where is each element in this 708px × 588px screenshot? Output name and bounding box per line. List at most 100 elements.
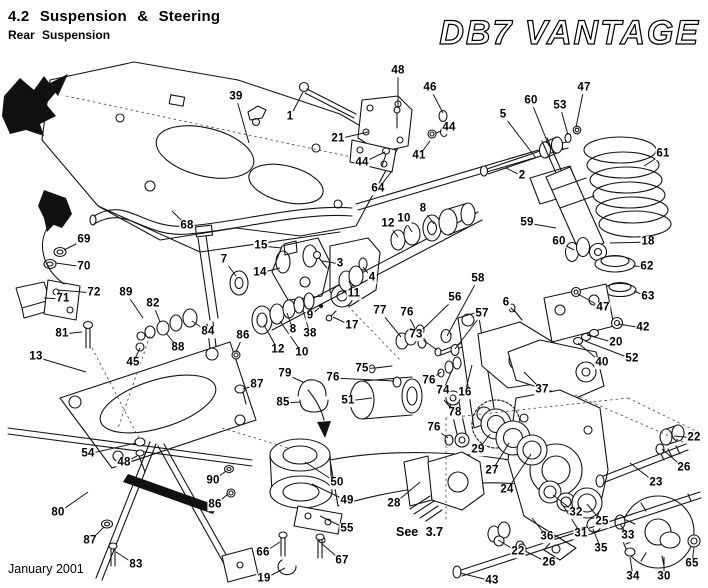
- part-callout-21: 21: [330, 132, 346, 145]
- part-callout-84: 84: [200, 325, 216, 338]
- part-callout-88: 88: [170, 341, 186, 354]
- part-callout-65: 65: [684, 557, 700, 570]
- part-callout-26: 26: [676, 461, 692, 474]
- part-callout-53: 53: [552, 99, 568, 112]
- part-callout-22: 22: [686, 431, 702, 444]
- part-callout-22: 22: [510, 545, 526, 558]
- part-callout-4: 4: [367, 271, 377, 284]
- part-callout-45: 45: [125, 356, 141, 369]
- part-callout-70: 70: [76, 260, 92, 273]
- part-callout-9: 9: [305, 309, 315, 322]
- part-callout-60: 60: [523, 94, 539, 107]
- part-callout-89: 89: [118, 286, 134, 299]
- part-callout-28: 28: [386, 497, 402, 510]
- part-callout-48: 48: [390, 64, 406, 77]
- part-callout-18: 18: [640, 235, 656, 248]
- damper-top-bracket: [298, 81, 449, 173]
- cross-reference-note: See 3.7: [396, 525, 444, 539]
- drive-flange: [614, 495, 701, 569]
- part-callout-51: 51: [340, 394, 356, 407]
- part-callout-24: 24: [499, 483, 515, 496]
- part-callout-85: 85: [275, 396, 291, 409]
- part-callout-39: 39: [228, 90, 244, 103]
- part-callout-62: 62: [639, 260, 655, 273]
- part-callout-81: 81: [54, 327, 70, 340]
- part-callout-5: 5: [498, 108, 508, 121]
- part-callout-34: 34: [625, 570, 641, 583]
- part-callout-63: 63: [640, 290, 656, 303]
- db7-vantage-logo: DB7 VANTAGE: [439, 13, 700, 52]
- part-callout-20: 20: [608, 336, 624, 349]
- part-callout-47: 47: [595, 301, 611, 314]
- part-callout-29: 29: [470, 443, 486, 456]
- part-callout-86: 86: [235, 329, 251, 342]
- part-callout-10: 10: [396, 212, 412, 225]
- bearing-stack: [471, 399, 603, 533]
- part-callout-48: 48: [116, 456, 132, 469]
- part-callout-79: 79: [277, 367, 293, 380]
- lower-wishbone: [251, 202, 483, 335]
- part-callout-73: 73: [408, 328, 424, 341]
- part-callout-10: 10: [294, 346, 310, 359]
- shock-absorber: [479, 125, 608, 263]
- part-callout-64: 64: [370, 182, 386, 195]
- part-callout-87: 87: [82, 534, 98, 547]
- spring-seats: [543, 254, 637, 346]
- part-callout-83: 83: [128, 558, 144, 571]
- cross-braces: [7, 427, 259, 583]
- part-callout-40: 40: [594, 356, 610, 369]
- part-callout-38: 38: [302, 327, 318, 340]
- part-callout-35: 35: [593, 542, 609, 555]
- part-callout-13: 13: [28, 350, 44, 363]
- part-callout-49: 49: [339, 494, 355, 507]
- part-callout-87: 87: [249, 378, 265, 391]
- part-callout-26: 26: [541, 556, 557, 569]
- part-callout-90: 90: [205, 474, 221, 487]
- coil-spring: [583, 136, 672, 238]
- page-subtitle: Rear Suspension: [8, 28, 111, 42]
- part-callout-14: 14: [252, 266, 268, 279]
- part-callout-56: 56: [447, 291, 463, 304]
- part-callout-44: 44: [354, 156, 370, 169]
- part-callout-54: 54: [80, 447, 96, 460]
- part-callout-76: 76: [325, 371, 341, 384]
- toe-link-rod: [355, 141, 569, 211]
- part-callout-12: 12: [270, 343, 286, 356]
- part-callout-33: 33: [620, 529, 636, 542]
- part-callout-71: 71: [55, 292, 71, 305]
- part-callout-82: 82: [145, 297, 161, 310]
- part-callout-80: 80: [50, 506, 66, 519]
- part-callout-52: 52: [624, 352, 640, 365]
- issue-date: January 2001: [8, 562, 84, 576]
- part-callout-8: 8: [418, 202, 428, 215]
- part-callout-57: 57: [474, 307, 490, 320]
- logo-text: DB7 VANTAGE: [439, 14, 700, 52]
- part-callout-37: 37: [534, 383, 550, 396]
- part-callout-15: 15: [253, 239, 269, 252]
- part-callout-43: 43: [484, 574, 500, 587]
- part-callout-19: 19: [256, 572, 272, 585]
- part-callout-86: 86: [207, 498, 223, 511]
- part-callout-61: 61: [655, 147, 671, 160]
- part-callout-41: 41: [411, 149, 427, 162]
- part-callout-25: 25: [594, 515, 610, 528]
- part-callout-60: 60: [551, 235, 567, 248]
- part-callout-75: 75: [354, 362, 370, 375]
- part-callout-66: 66: [255, 546, 271, 559]
- part-callout-76: 76: [426, 421, 442, 434]
- part-callout-2: 2: [517, 169, 527, 182]
- part-callout-42: 42: [635, 321, 651, 334]
- part-callout-76: 76: [399, 306, 415, 319]
- part-callout-76: 76: [421, 374, 437, 387]
- part-callout-16: 16: [457, 386, 473, 399]
- part-callout-8: 8: [288, 323, 298, 336]
- part-callout-69: 69: [76, 233, 92, 246]
- part-callout-77: 77: [372, 304, 388, 317]
- part-callout-68: 68: [179, 219, 195, 232]
- part-callout-74: 74: [435, 384, 451, 397]
- part-callout-58: 58: [470, 272, 486, 285]
- part-callout-36: 36: [539, 530, 555, 543]
